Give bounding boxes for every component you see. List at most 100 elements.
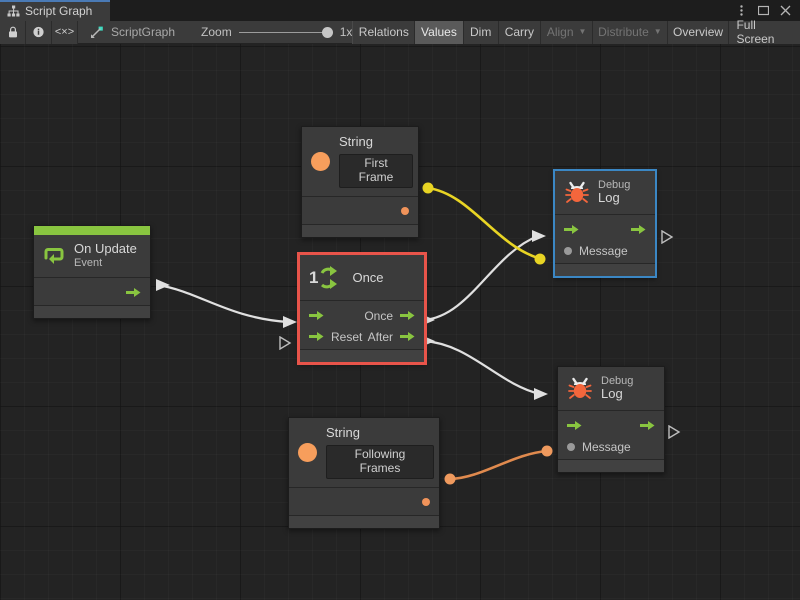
toolbar-button-align-label: Align: [546, 25, 574, 39]
input-port-reset[interactable]: Reset: [309, 330, 362, 344]
wire-endpoint: [422, 182, 434, 194]
chevron-down-icon: ▼: [653, 27, 662, 36]
input-port-message[interactable]: Message: [564, 244, 628, 258]
port-row-reset-after[interactable]: Reset After: [300, 326, 424, 347]
node-body: Once Reset: [300, 301, 424, 349]
toolbar-button-values[interactable]: Values: [415, 20, 464, 44]
value-port-dot: [401, 207, 409, 216]
port-row-flow[interactable]: [555, 219, 655, 240]
tab-label: Script Graph: [25, 4, 93, 18]
flow-arrow-icon: [400, 311, 415, 320]
node-debug-log-bottom[interactable]: Debug Log: [557, 366, 665, 473]
port-row-enter-once[interactable]: Once: [300, 305, 424, 326]
node-header: On Update Event: [34, 235, 150, 278]
toolbar-button-overview[interactable]: Overview: [667, 20, 730, 44]
wire-arrow: [532, 230, 546, 242]
flow-arrow-icon: [309, 311, 324, 320]
value-port-dot: [567, 442, 575, 451]
node-footer: [302, 223, 418, 237]
port-row-message[interactable]: Message: [558, 436, 664, 457]
output-port-after-label: After: [367, 329, 393, 344]
input-port-flow[interactable]: [564, 224, 579, 235]
maximize-icon[interactable]: [757, 4, 770, 17]
toolbar-button-dim-label: Dim: [470, 25, 492, 39]
toolbar-button-dim[interactable]: Dim: [463, 20, 499, 44]
lock-icon[interactable]: [0, 20, 26, 44]
output-port-once-label: Once: [364, 308, 393, 323]
once-counter-icon: 1: [309, 265, 343, 291]
code-icon[interactable]: <×>: [52, 20, 78, 44]
node-footer: [555, 263, 655, 276]
zoom-slider-handle[interactable]: [321, 26, 333, 38]
zoom-slider[interactable]: [238, 26, 333, 38]
port-row-message[interactable]: Message: [555, 240, 655, 261]
toolbar-button-carry[interactable]: Carry: [498, 20, 542, 44]
output-port-value[interactable]: [422, 498, 430, 507]
node-title: On Update: [74, 241, 137, 256]
flow-arrow-icon: [126, 287, 141, 297]
node-string-following-frames[interactable]: String Following Frames: [288, 417, 440, 529]
close-icon[interactable]: [779, 4, 792, 17]
info-icon[interactable]: [26, 20, 52, 44]
breadcrumb[interactable]: ScriptGraph: [90, 25, 175, 39]
port-row-output-value[interactable]: [302, 201, 418, 222]
wire-endpoint: [444, 473, 456, 485]
tab-script-graph[interactable]: Script Graph: [0, 0, 110, 21]
node-header: Debug Log: [555, 171, 655, 215]
flow-arrow-icon: [567, 421, 582, 430]
toolbar-button-full-screen[interactable]: Full Screen: [729, 18, 800, 46]
window-tab-bar: Script Graph: [0, 0, 800, 21]
node-string-first-frame[interactable]: String First Frame: [301, 126, 419, 238]
output-port-value[interactable]: [401, 207, 409, 216]
node-title: Log: [601, 386, 623, 402]
flow-arrow-icon: [564, 225, 579, 234]
output-port-once[interactable]: Once: [364, 309, 415, 323]
input-port-message[interactable]: Message: [567, 440, 631, 454]
output-port-flow[interactable]: [631, 224, 646, 235]
input-port-message-label: Message: [579, 243, 628, 258]
input-port-message-label: Message: [582, 439, 631, 454]
string-value-field[interactable]: Following Frames: [326, 444, 434, 479]
flow-arrow-icon: [400, 332, 415, 341]
graph-canvas[interactable]: On Update Event: [0, 44, 800, 600]
output-port-after[interactable]: After: [368, 330, 415, 344]
node-title-block: String Following Frames: [326, 425, 434, 479]
node-once[interactable]: 1 Once: [297, 252, 427, 365]
node-header: 1 Once: [300, 255, 424, 301]
input-port-flow-enter[interactable]: [309, 310, 324, 321]
port-row-output-flow[interactable]: [34, 282, 150, 303]
output-port-flow[interactable]: [126, 287, 141, 298]
script-graph-icon: [90, 26, 104, 39]
toolbar-button-distribute[interactable]: Distribute ▼: [593, 20, 668, 44]
port-row-flow[interactable]: [558, 415, 664, 436]
port-triangle-debuglog-top-out-unconnected[interactable]: [661, 230, 674, 244]
node-title-block: On Update Event: [74, 241, 137, 270]
node-body: [302, 196, 418, 224]
wire-arrow: [534, 388, 548, 400]
wire-endpoint: [541, 445, 553, 457]
port-row-output-value[interactable]: [289, 492, 439, 513]
node-accent-bar: [34, 226, 150, 235]
output-port-flow[interactable]: [640, 420, 655, 431]
node-on-update[interactable]: On Update Event: [33, 225, 151, 319]
zoom-slider-track: [238, 31, 333, 33]
chevron-down-icon: ▼: [578, 27, 587, 36]
node-debug-log-top[interactable]: Debug Log: [554, 170, 656, 277]
wire-arrow: [156, 279, 170, 291]
toolbar-button-align[interactable]: Align ▼: [541, 20, 594, 44]
port-triangle-debuglog-bottom-out-unconnected[interactable]: [668, 425, 681, 439]
input-port-flow[interactable]: [567, 420, 582, 431]
string-value-icon: [298, 442, 317, 462]
more-options-icon[interactable]: [735, 4, 748, 17]
node-footer: [558, 459, 664, 472]
node-title: Log: [598, 190, 620, 206]
string-value-field[interactable]: First Frame: [339, 153, 413, 188]
node-footer: [289, 514, 439, 528]
flow-arrow-icon: [309, 332, 324, 341]
toolbar-button-relations[interactable]: Relations: [352, 20, 416, 44]
wire-endpoint: [534, 253, 546, 265]
node-header: String Following Frames: [289, 418, 439, 488]
toolbar-button-relations-label: Relations: [358, 25, 409, 39]
port-triangle-reset-unconnected[interactable]: [279, 336, 292, 350]
toolbar-button-values-label: Values: [421, 25, 457, 39]
